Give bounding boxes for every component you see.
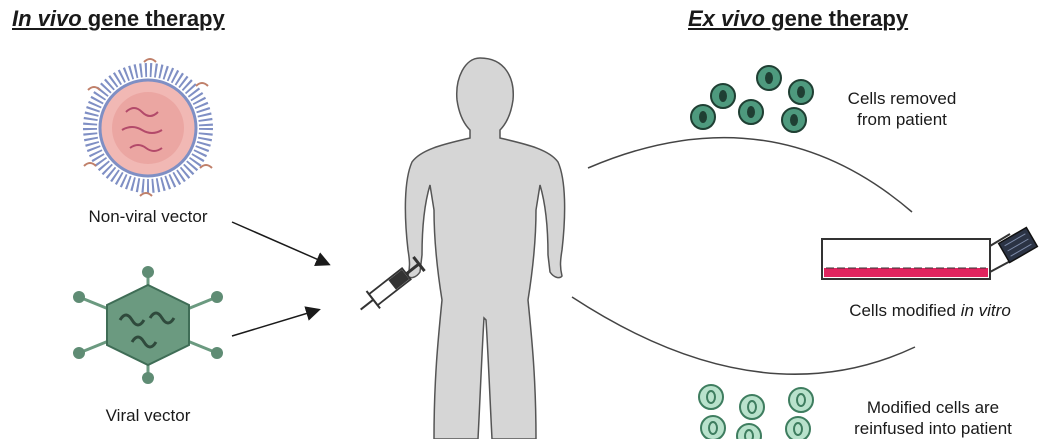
cells-removed-line1: Cells removed bbox=[822, 88, 982, 109]
removed-cells-group bbox=[691, 66, 813, 132]
arc-cells-removed bbox=[588, 138, 912, 212]
modified-cell bbox=[789, 388, 813, 412]
in-vivo-heading-rest: gene therapy bbox=[82, 6, 225, 31]
viral-vector-label: Viral vector bbox=[86, 405, 210, 426]
removed-cell bbox=[739, 100, 763, 124]
cells-modified-label: Cells modified in vitro bbox=[818, 300, 1042, 321]
removed-cell bbox=[757, 66, 781, 90]
removed-cell bbox=[789, 80, 813, 104]
liposome-icon bbox=[84, 59, 212, 196]
cells-modified-italic: in vitro bbox=[961, 301, 1011, 320]
modified-cell bbox=[699, 385, 723, 409]
modified-cell bbox=[786, 417, 810, 439]
human-body-icon bbox=[405, 58, 564, 439]
removed-cell bbox=[782, 108, 806, 132]
culture-flask-icon bbox=[822, 227, 1037, 279]
non-viral-vector-label: Non-viral vector bbox=[66, 206, 230, 227]
reinfused-line1: Modified cells are bbox=[830, 397, 1036, 418]
cells-removed-line2: from patient bbox=[822, 109, 982, 130]
cells-modified-plain: Cells modified bbox=[849, 301, 961, 320]
virus-icon bbox=[73, 266, 223, 384]
removed-cell bbox=[691, 105, 715, 129]
in-vivo-heading-italic: In vivo bbox=[12, 6, 82, 31]
ex-vivo-heading-italic: Ex vivo bbox=[688, 6, 765, 31]
arrow-non-viral bbox=[232, 222, 328, 264]
ex-vivo-heading: Ex vivo gene therapy bbox=[688, 6, 908, 32]
modified-cell bbox=[737, 424, 761, 439]
modified-cell bbox=[740, 395, 764, 419]
cells-removed-label: Cells removed from patient bbox=[822, 88, 982, 130]
modified-cells-group bbox=[699, 385, 813, 439]
reinfused-label: Modified cells are reinfused into patien… bbox=[830, 397, 1036, 439]
in-vivo-heading: In vivo gene therapy bbox=[12, 6, 225, 32]
modified-cell bbox=[701, 416, 725, 439]
removed-cell bbox=[711, 84, 735, 108]
arrow-viral bbox=[232, 310, 318, 336]
ex-vivo-heading-rest: gene therapy bbox=[765, 6, 908, 31]
reinfused-line2: reinfused into patient bbox=[830, 418, 1036, 439]
